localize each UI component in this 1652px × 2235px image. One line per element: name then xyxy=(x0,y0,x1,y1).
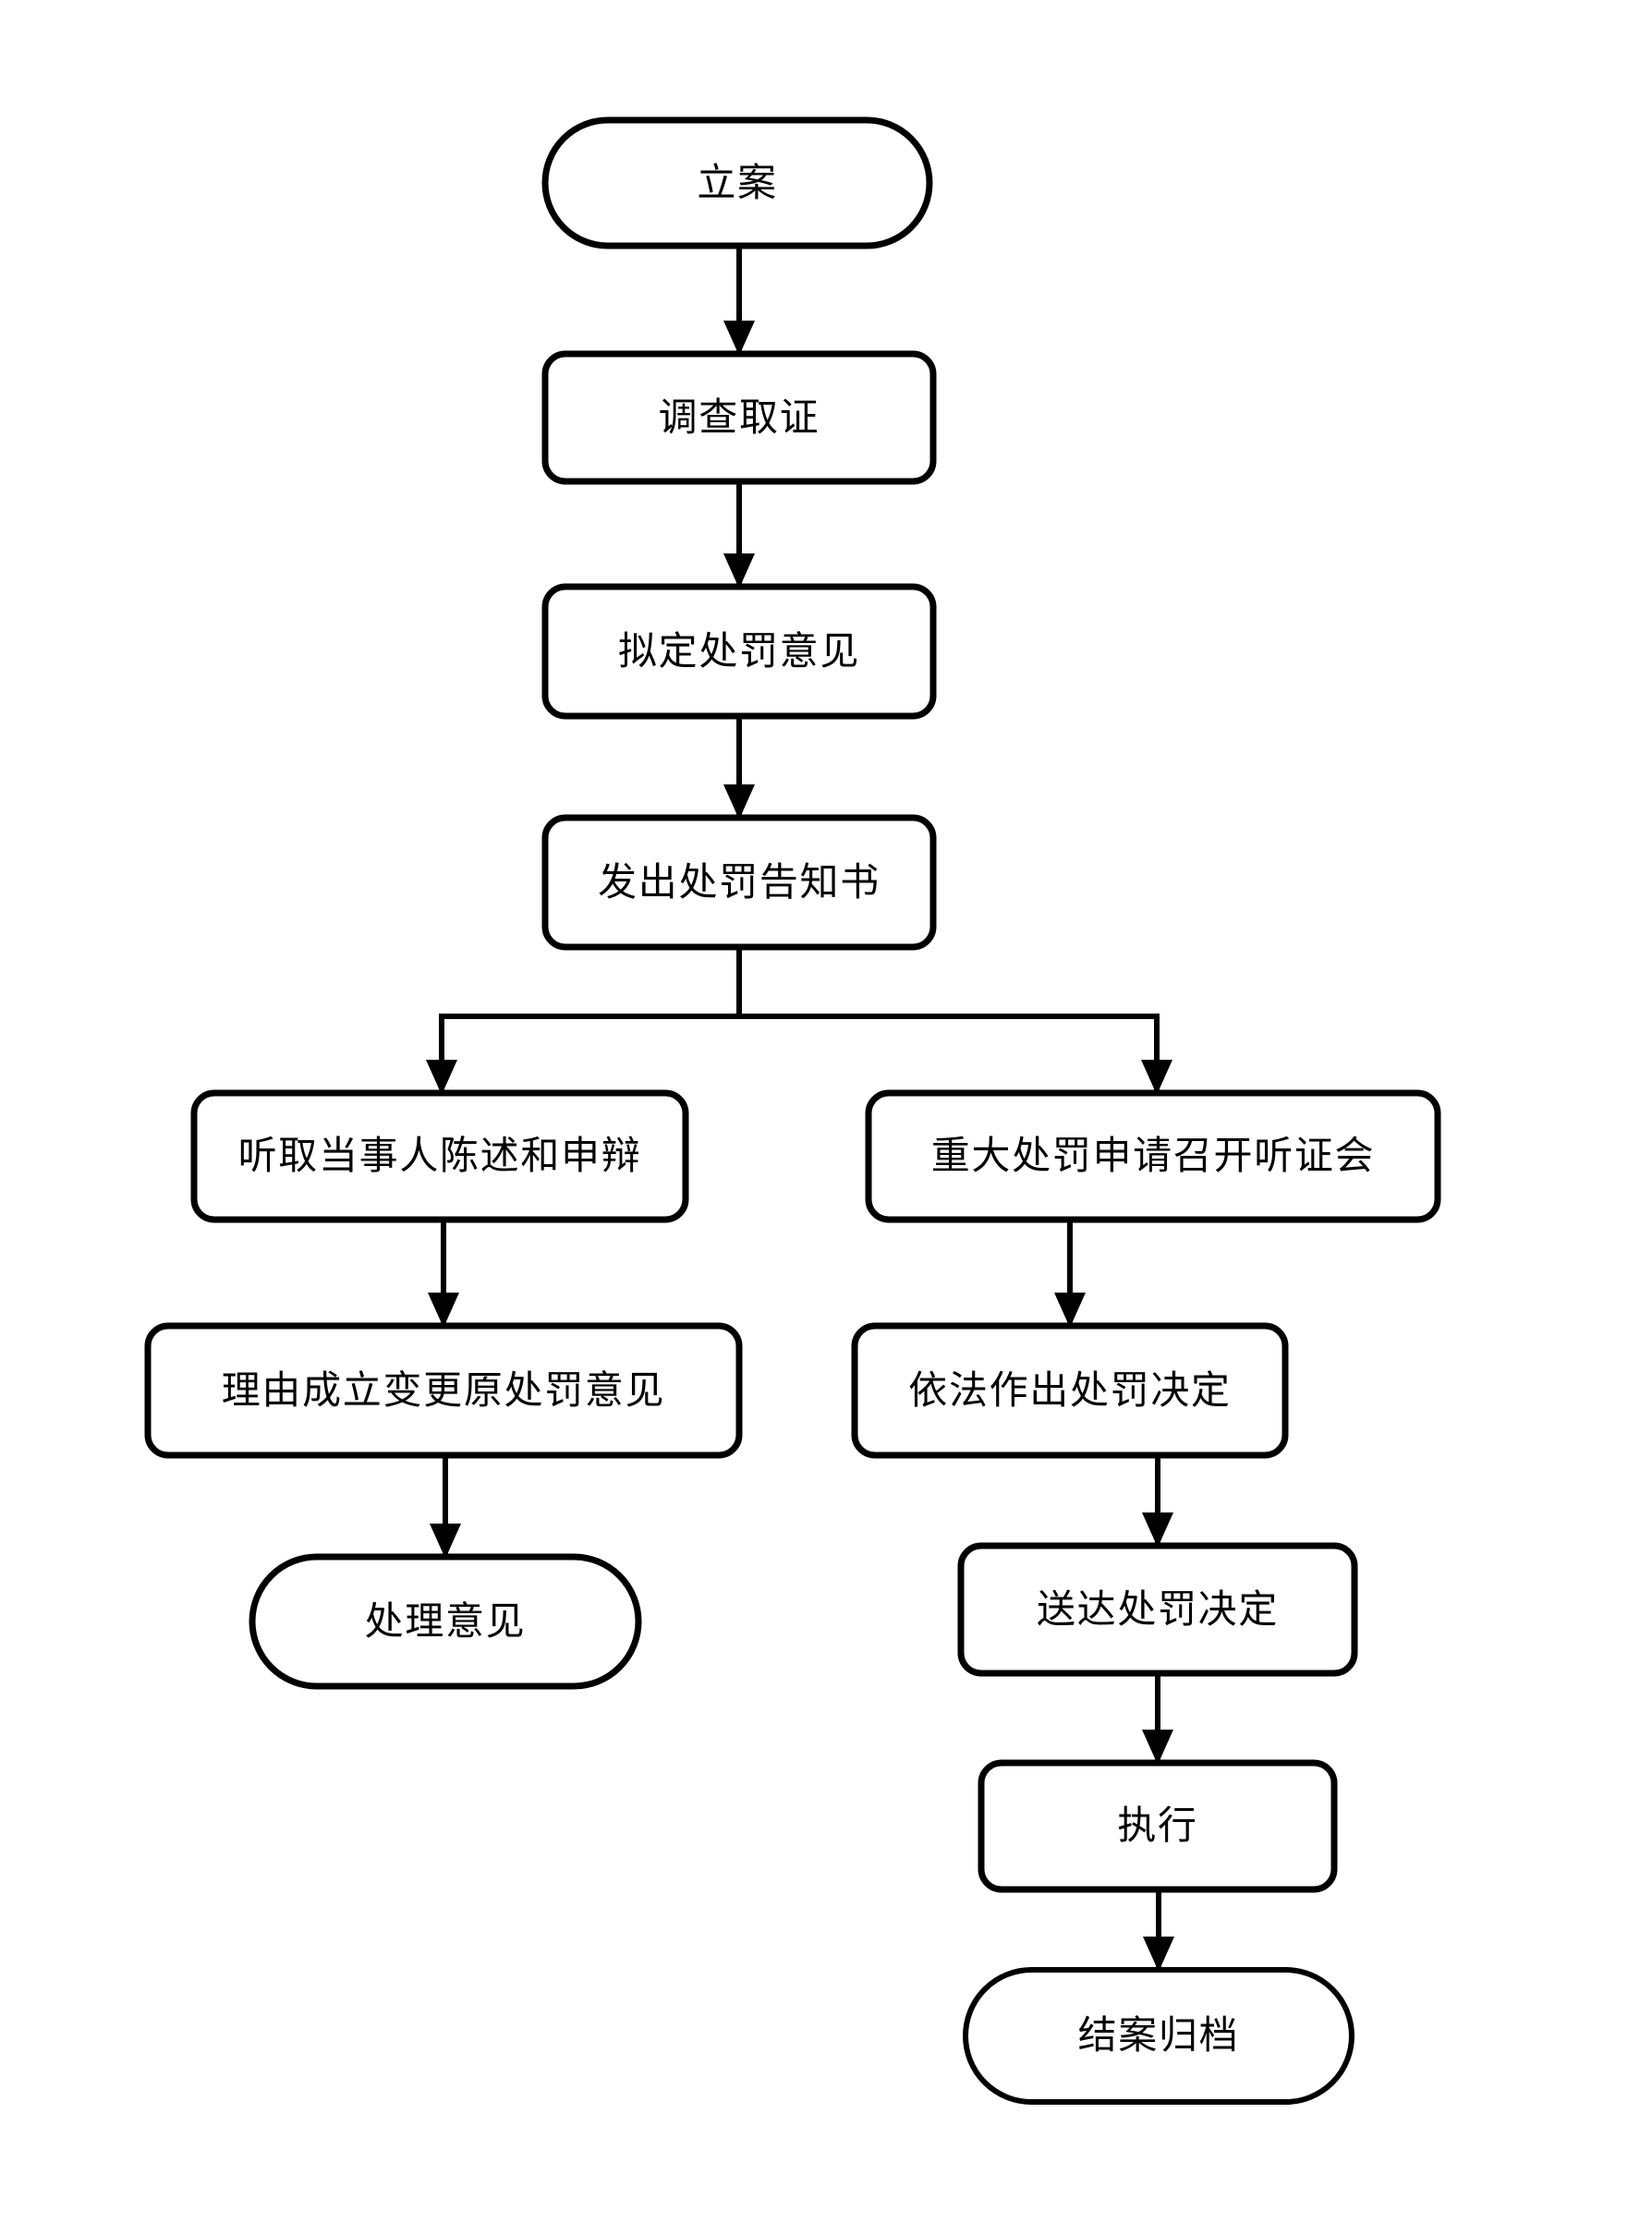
edge-重大处罚申请召开听证会-to-依法作出处罚决定-arrowhead xyxy=(1054,1293,1086,1328)
node-shape-发出处罚告知书[interactable] xyxy=(541,814,937,951)
node-shape-送达处罚决定[interactable] xyxy=(957,1542,1358,1677)
edges-layer xyxy=(426,246,1174,1972)
node-shape-拟定处罚意见[interactable] xyxy=(541,583,937,720)
node-shape-重大处罚申请召开听证会[interactable] xyxy=(865,1089,1441,1223)
node-shape-结案归档[interactable] xyxy=(963,1967,1354,2105)
edge-听取当事人陈述和申辩-to-理由成立变更原处罚意见-arrowhead xyxy=(428,1293,459,1328)
edge-立案-to-调查取证-arrowhead xyxy=(723,321,755,356)
nodes-layer xyxy=(144,116,1441,2105)
edge-执行-to-结案归档-arrowhead xyxy=(1143,1937,1174,1972)
node-shape-处理意见[interactable] xyxy=(249,1553,642,1690)
edge-拟定处罚意见-to-发出处罚告知书-arrowhead xyxy=(723,784,755,820)
node-shape-理由成立变更原处罚意见[interactable] xyxy=(144,1322,743,1459)
node-shape-听取当事人陈述和申辩[interactable] xyxy=(190,1089,689,1223)
node-shape-依法作出处罚决定[interactable] xyxy=(851,1322,1289,1459)
edge-发出处罚告知书-to-听取当事人陈述和申辩-arrowhead xyxy=(426,1060,457,1095)
edge-送达处罚决定-to-执行-arrowhead xyxy=(1142,1730,1173,1765)
node-shape-立案[interactable] xyxy=(541,116,933,249)
node-shape-执行[interactable] xyxy=(978,1759,1338,1893)
edge-理由成立变更原处罚意见-to-处理意见-arrowhead xyxy=(430,1524,461,1559)
edge-调查取证-to-拟定处罚意见-arrowhead xyxy=(723,553,755,589)
edge-发出处罚告知书-to-重大处罚申请召开听证会-arrowhead xyxy=(1141,1060,1172,1095)
node-shape-调查取证[interactable] xyxy=(541,350,937,485)
edge-依法作出处罚决定-to-送达处罚决定-arrowhead xyxy=(1142,1512,1173,1548)
